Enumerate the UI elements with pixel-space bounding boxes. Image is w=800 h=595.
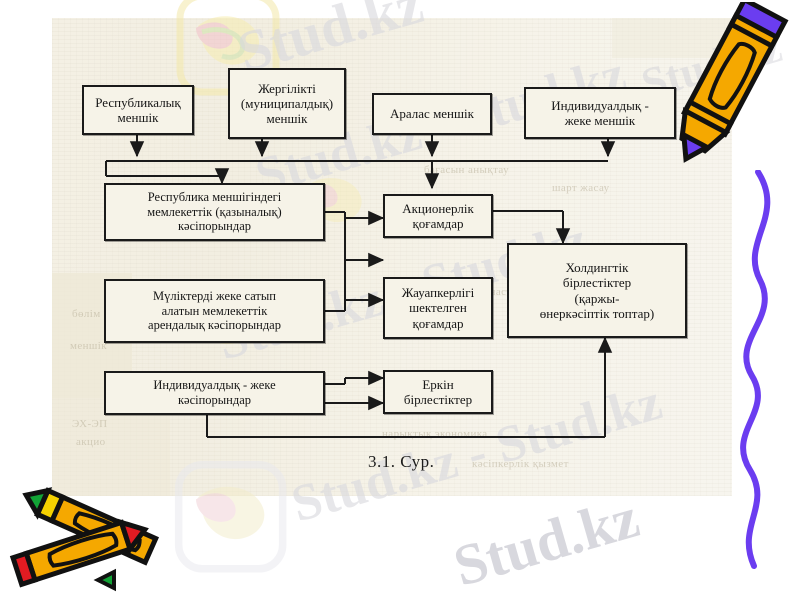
paper-patch-top-right	[612, 18, 732, 58]
pencils-bottom-left-icon	[2, 480, 162, 595]
node-label: Аралас меншік	[390, 106, 474, 122]
node-individual-property[interactable]: Индивидуалдық -жеке меншік	[524, 87, 676, 139]
purple-squiggle-decoration	[700, 169, 800, 575]
node-label: Жергілікті(муниципалдық)меншік	[240, 80, 334, 127]
node-label: Индивидуалдық -жеке меншік	[551, 97, 649, 128]
figure-caption: 3.1. Сур.	[368, 452, 435, 471]
node-local-property[interactable]: Жергілікті(муниципалдық)меншік	[228, 68, 346, 139]
pencil-top-right-icon	[662, 0, 800, 177]
node-mixed-property[interactable]: Аралас меншік	[372, 93, 492, 135]
